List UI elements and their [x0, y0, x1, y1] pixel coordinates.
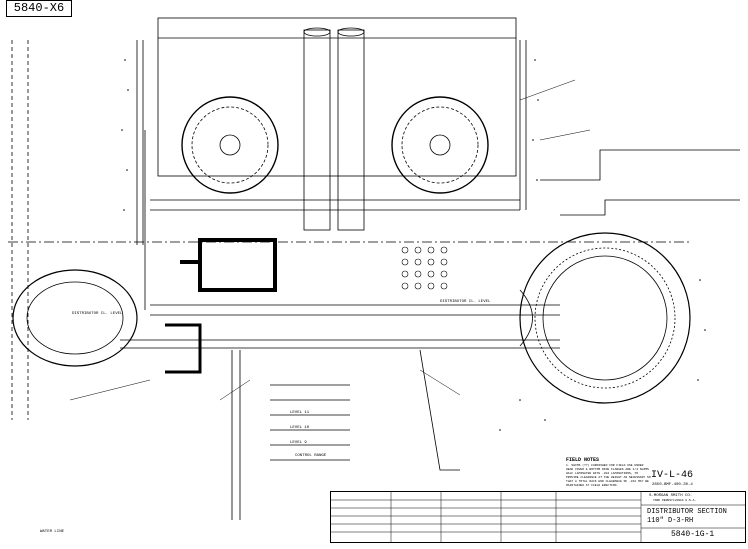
field-notes-text: 1. SHIMS (??) FURNISHED FOR FIELD USE UN…	[566, 464, 651, 487]
company-location: YORK PENNSYLVANIA U.S.A.	[653, 499, 697, 502]
main-shaft	[303, 29, 331, 231]
right-spiral-case	[519, 232, 691, 404]
right-servomotor	[391, 96, 489, 194]
water-line-label: WATER LINE	[40, 530, 65, 534]
control-range-label: CONTROL RANGE	[295, 454, 327, 458]
drawing-title: DISTRIBUTOR SECTION	[647, 508, 727, 516]
level-label-1: LEVEL 11	[290, 411, 310, 415]
company-name: S.MORGAN SMITH CO.	[649, 494, 693, 498]
revision-stamp: IV-L-46	[651, 470, 694, 481]
field-notes-title: FIELD NOTES	[566, 457, 600, 463]
revision-sub: 2850-BMF-400-30-4	[652, 483, 693, 487]
top-left-drawing-number: 5840-X6	[6, 0, 72, 17]
distributor-label-left: DISTRIBUTOR CL. LEVEL	[72, 312, 123, 316]
left-spiral-case	[12, 269, 138, 367]
title-block-grid	[331, 492, 745, 542]
title-block: S.MORGAN SMITH CO. YORK PENNSYLVANIA U.S…	[330, 491, 746, 543]
distributor-label-right: DISTRIBUTOR CL. LEVEL	[440, 300, 491, 304]
drawing-subtitle: 110" D-3-RH	[647, 517, 694, 525]
wicket-gate-linkage	[198, 238, 277, 292]
left-servomotor	[181, 96, 279, 194]
level-label-3: LEVEL 9	[290, 441, 307, 445]
drawing-number: 5840-1G-1	[671, 530, 715, 539]
level-label-2: LEVEL 10	[290, 426, 310, 430]
upper-housing-outline	[157, 17, 517, 177]
